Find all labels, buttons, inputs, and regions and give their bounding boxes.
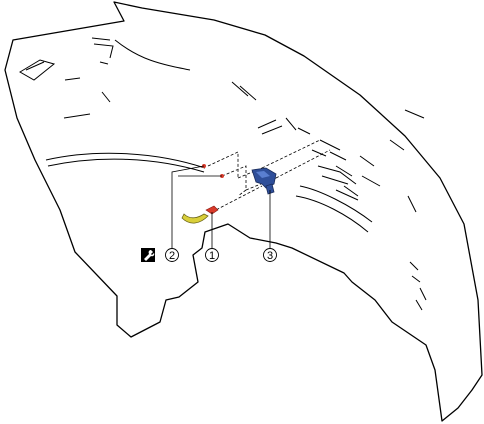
callout-1: 1	[205, 248, 219, 262]
wrench-icon	[141, 248, 155, 262]
callout-3-label: 3	[267, 250, 273, 262]
callout-3: 3	[263, 248, 277, 262]
side-recess	[19, 59, 56, 81]
callout-1-label: 1	[209, 250, 215, 262]
bracket-part	[251, 167, 277, 195]
callout-2: 2	[165, 248, 179, 262]
yellow-fastener	[181, 213, 209, 224]
grille-bars	[317, 165, 359, 201]
leader-lines	[171, 165, 271, 248]
clip-parts	[202, 164, 224, 215]
lower-groove	[45, 152, 206, 173]
bumper-outline	[4, 1, 483, 422]
surface-details	[257, 109, 427, 311]
callout-2-label: 2	[169, 250, 175, 262]
upper-contour	[63, 37, 257, 119]
